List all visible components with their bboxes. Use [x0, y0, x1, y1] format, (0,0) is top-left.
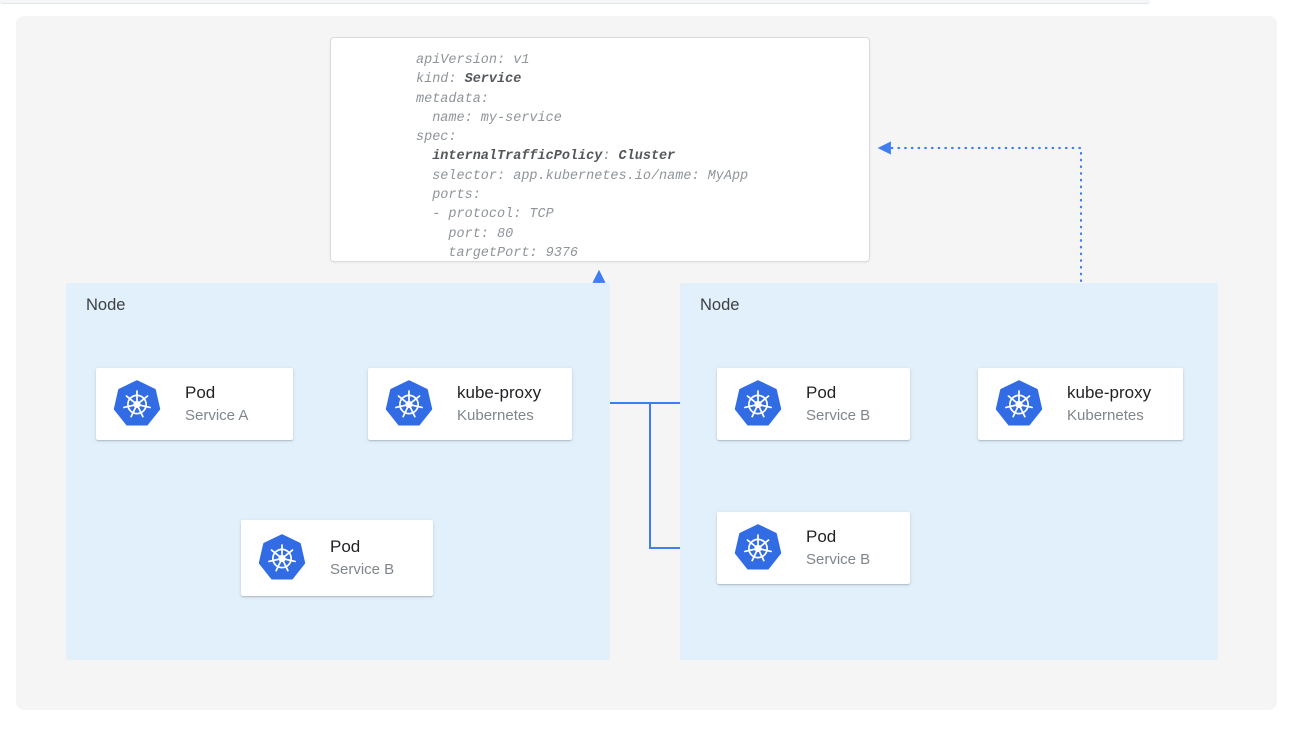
- card-title: kube-proxy: [1067, 383, 1152, 402]
- card-pod-service-a: Pod Service A: [96, 368, 293, 440]
- kubernetes-icon: [734, 524, 782, 572]
- card-kube-proxy-left: kube-proxy Kubernetes: [368, 368, 572, 440]
- card-subtitle: Kubernetes: [1067, 407, 1144, 424]
- card-subtitle: Service B: [806, 407, 871, 424]
- node-right-label: Node: [700, 296, 740, 314]
- top-divider: [0, 0, 1150, 4]
- card-pod-service-b-right-bottom: Pod Service B: [717, 512, 910, 584]
- card-pod-service-b-right-top: Pod Service B: [717, 368, 910, 440]
- node-left: Node: [66, 283, 610, 660]
- kubernetes-icon: [995, 380, 1043, 428]
- node-right: Node: [680, 283, 1218, 660]
- card-title: Pod: [330, 537, 361, 556]
- kubernetes-icon: [113, 380, 161, 428]
- card-subtitle: Service A: [185, 407, 249, 424]
- kubernetes-icon: [734, 380, 782, 428]
- card-subtitle: Service B: [806, 551, 871, 568]
- card-kube-proxy-right: kube-proxy Kubernetes: [978, 368, 1183, 440]
- kubernetes-icon: [385, 380, 433, 428]
- card-title: Pod: [185, 383, 216, 402]
- card-title: Pod: [806, 383, 837, 402]
- card-title: kube-proxy: [457, 383, 542, 402]
- card-pod-service-b-left: Pod Service B: [241, 520, 433, 596]
- card-title: Pod: [806, 527, 837, 546]
- kubernetes-icon: [258, 534, 306, 582]
- card-subtitle: Service B: [330, 561, 395, 578]
- card-subtitle: Kubernetes: [457, 407, 534, 424]
- node-left-label: Node: [86, 296, 126, 314]
